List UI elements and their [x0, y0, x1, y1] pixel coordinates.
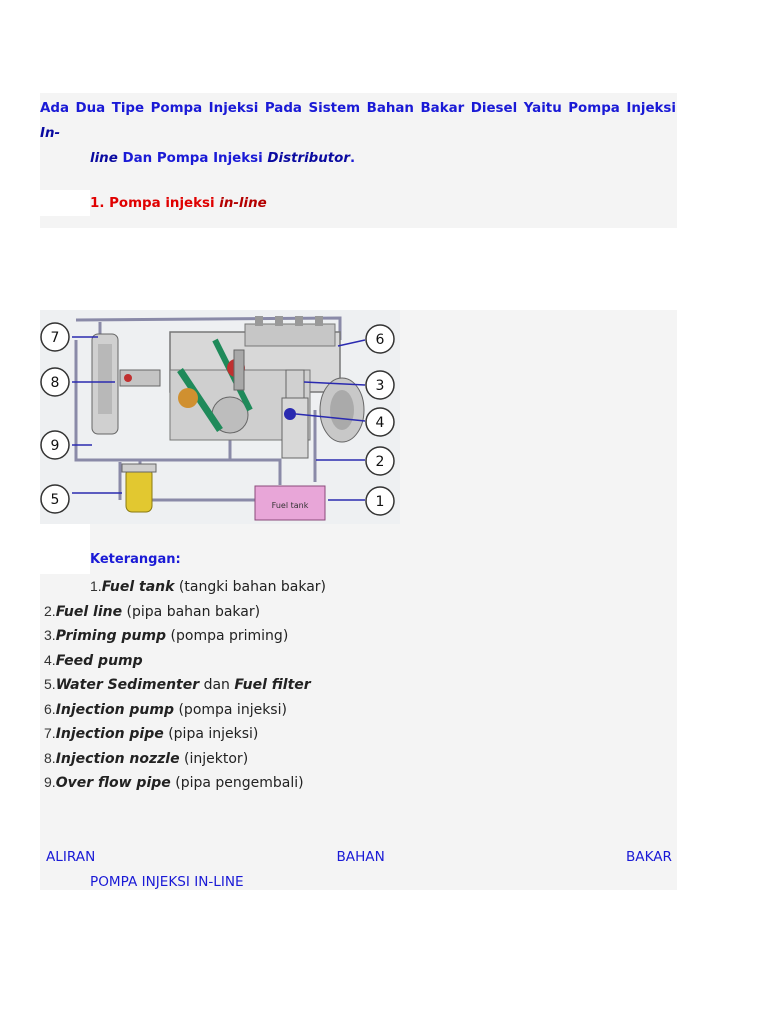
flow-word: BAKAR [625, 849, 672, 865]
callout-label: 1 [376, 494, 385, 510]
item-term: Fuel line [55, 603, 123, 620]
white-gap [40, 524, 90, 574]
callout-7 [40, 322, 70, 352]
item-description: (pipa pengembali) [170, 775, 304, 791]
keterangan-list: 1.Fuel tank (tangki bahan bakar) 2.Fuel … [44, 574, 444, 795]
item-description: (tangki bahan bakar) [174, 579, 327, 595]
injection-nozzle-icon [91, 333, 161, 435]
item-term: Water Sedimenter [55, 677, 200, 693]
callout-4 [365, 407, 395, 437]
intro-emphasis: line [90, 151, 118, 166]
priming-pump-icon [281, 369, 309, 459]
item-term: Injection pipe [55, 726, 164, 742]
callout-label: 5 [51, 492, 60, 508]
list-item: 6.Injection pump (pompa injeksi) [44, 697, 444, 722]
item-description: (pipa bahan bakar) [122, 603, 261, 620]
callout-label: 9 [51, 438, 60, 454]
flow-heading-line-2: POMPA INJEKSI IN-LINE [90, 874, 244, 890]
intro-emphasis: In- [40, 126, 61, 141]
intro-text: Dan Pompa Injeksi [122, 151, 263, 166]
callout-label: 4 [376, 415, 385, 431]
section-heading-text: 1. Pompa injeksi [90, 196, 215, 211]
callout-label: 2 [376, 454, 385, 470]
list-item: 9.Over flow pipe (pipa pengembali) [44, 770, 444, 795]
callout-8 [40, 367, 70, 397]
item-description: dan [199, 677, 235, 693]
item-term: Over flow pipe [55, 775, 171, 791]
item-number: 6. [44, 700, 56, 717]
list-item: 1.Fuel tank (tangki bahan bakar) [44, 574, 444, 599]
white-gap [40, 190, 90, 216]
flow-word: ALIRAN [46, 849, 96, 865]
inline-pump-diagram: Fuel tank 7 8 9 5 6 3 [40, 310, 400, 524]
list-item: 8.Injection nozzle (injektor) [44, 746, 444, 771]
callout-1 [365, 486, 395, 516]
intro-text: . [349, 151, 356, 166]
callout-6 [365, 324, 395, 354]
item-description: (pompa priming) [166, 628, 289, 644]
list-item: 7.Injection pipe (pipa injeksi) [44, 721, 444, 746]
governor-icon [319, 377, 365, 443]
fuel-tank-icon: Fuel tank [254, 485, 326, 521]
item-number: 7. [44, 725, 56, 741]
item-number: 5. [44, 676, 56, 692]
item-term: Fuel tank [101, 579, 175, 595]
list-item: 3.Priming pump (pompa priming) [44, 623, 444, 648]
item-term: Injection pump [55, 701, 175, 718]
callout-2 [365, 446, 395, 476]
list-item: 4.Feed pump [44, 648, 444, 673]
intro-text: Ada Dua Tipe Pompa Injeksi Pada Sistem B… [40, 101, 676, 116]
callout-3 [365, 370, 395, 400]
item-description: (pipa injeksi) [163, 726, 259, 742]
intro-paragraph: Ada Dua Tipe Pompa Injeksi Pada Sistem B… [40, 96, 676, 171]
item-description: (injektor) [179, 750, 249, 767]
keterangan-title: Keterangan: [90, 552, 181, 567]
item-number: 3. [44, 627, 56, 643]
callout-label: 3 [376, 378, 385, 394]
white-gap [40, 228, 677, 310]
fuel-tank-label: Fuel tank [272, 501, 309, 510]
flow-word: BAHAN [336, 849, 385, 865]
callout-9 [40, 430, 70, 460]
item-term: Feed pump [55, 652, 143, 669]
item-term: Fuel filter [234, 677, 311, 693]
intro-line-2: line Dan Pompa Injeksi Distributor. [40, 146, 676, 171]
item-number: 1. [90, 578, 102, 594]
list-item: 2.Fuel line (pipa bahan bakar) [44, 599, 444, 624]
item-description: (pompa injeksi) [174, 701, 287, 718]
item-number: 4. [44, 651, 56, 668]
flow-heading-line-1: ALIRAN BAHAN BAKAR [46, 845, 672, 870]
item-number: 9. [44, 774, 56, 790]
section-heading-emphasis: in-line [219, 196, 267, 211]
item-number: 2. [44, 602, 56, 619]
callout-label: 6 [376, 332, 385, 348]
water-sedimenter-icon [121, 463, 157, 513]
intro-emphasis: Distributor [267, 151, 350, 166]
flow-heading: ALIRAN BAHAN BAKAR POMPA INJEKSI IN-LINE [46, 845, 672, 895]
diagram-illustration: Fuel tank 7 8 9 5 6 3 [40, 310, 400, 524]
section-heading: 1. Pompa injeksi in-line [90, 196, 267, 211]
callout-label: 7 [51, 330, 60, 346]
item-term: Priming pump [55, 628, 167, 644]
intro-line-1: Ada Dua Tipe Pompa Injeksi Pada Sistem B… [40, 96, 676, 146]
callout-5 [40, 484, 70, 514]
list-item: 5.Water Sedimenter dan Fuel filter [44, 672, 444, 697]
callout-label: 8 [51, 375, 60, 391]
item-term: Injection nozzle [55, 750, 180, 767]
callout-arrows [72, 336, 366, 501]
callout-markers: 7 8 9 5 6 3 4 2 1 [40, 322, 395, 516]
item-number: 8. [44, 749, 56, 766]
